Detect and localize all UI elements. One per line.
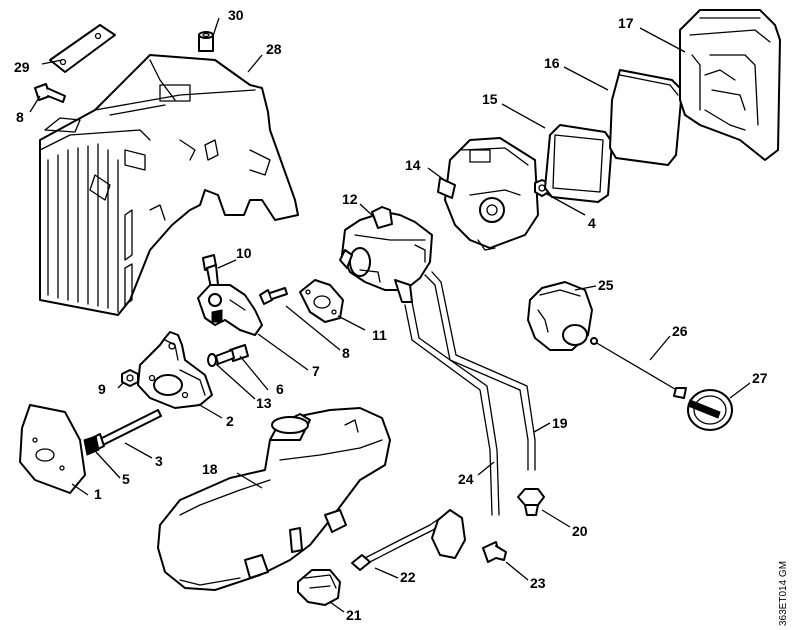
part-6-screw [215,344,249,365]
callout-10: 10 [236,245,252,261]
callout-16: 16 [544,55,560,71]
part-7-bracket [197,284,263,336]
callout-28: 28 [266,41,282,57]
callout-26: 26 [672,323,688,339]
callout-17: 17 [618,15,634,31]
callout-21: 21 [346,607,362,623]
part-1-gasket [19,404,86,494]
part-30-sleeve [198,31,214,52]
part-8-screw-upper [34,83,66,103]
callout-15: 15 [482,91,498,107]
callout-19: 19 [552,415,568,431]
callout-27: 27 [752,370,768,386]
callout-9: 9 [98,381,106,397]
part-28-shroud [39,54,299,316]
part-27-knob [687,389,733,431]
callout-7: 7 [312,363,320,379]
part-16-filter-element [609,69,683,166]
callout-14: 14 [405,157,421,173]
part-12-carburetor [339,206,433,303]
callout-5: 5 [122,471,130,487]
part-5-sleeve-nut [83,435,100,456]
part-8-screw-middle [259,287,288,305]
callout-25: 25 [598,277,614,293]
callout-6: 6 [276,381,284,397]
drawing-code: 363ET014 GM [778,560,789,626]
callout-2: 2 [226,413,234,429]
part-17-filter-cover [679,9,781,161]
part-25-primer [527,281,593,351]
part-14-filter-housing [437,137,539,251]
part-22-fuel-line [351,509,466,571]
part-2-manifold [137,331,213,409]
callout-13: 13 [256,395,272,411]
callout-24: 24 [458,471,474,487]
part-18-fuel-tank [157,407,391,591]
leader-lines [29,17,751,613]
callout-4: 4 [588,215,596,231]
part-13-washer [207,353,217,367]
callout-22: 22 [400,569,416,585]
callout-3: 3 [155,453,163,469]
callout-30: 30 [228,7,244,23]
part-15-filter-plate [544,124,613,203]
callout-11: 11 [372,327,387,343]
part-29-plate [49,24,116,73]
part-23-fitting [482,541,507,563]
callout-8b: 8 [342,345,350,361]
callout-1: 1 [94,486,102,502]
part-19-fuel-hose [424,271,536,471]
callout-20: 20 [572,523,588,539]
callout-29: 29 [14,59,30,75]
part-11-gasket [299,279,344,323]
part-9-nut [121,369,139,387]
part-26-choke-rod [590,337,687,399]
part-21-fuel-cap [297,569,341,606]
callout-23: 23 [530,575,546,591]
callout-labels: 30 28 29 8 17 16 15 14 4 12 10 11 8 7 6 … [14,7,768,623]
part-10-screw [202,254,219,289]
callout-12: 12 [342,191,358,207]
part-20-valve [517,488,545,516]
callout-8a: 8 [16,109,24,125]
callout-18: 18 [202,461,218,477]
part-24-fuel-hose [404,301,500,516]
